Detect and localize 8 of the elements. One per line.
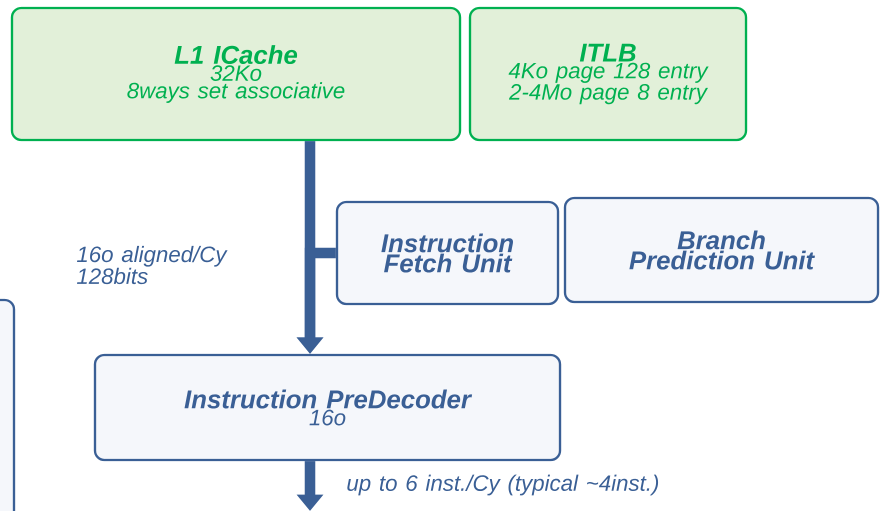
process-box: L1 ICache 32Ko 8ways set associative	[10, 6, 462, 142]
edge-label: 16o aligned/Cy 128bits	[76, 246, 228, 284]
process-box: ITLB 4Ko page 128 entry 2-4Mo page 8 entry	[468, 6, 748, 142]
process-box: Instruction Fetch Unit	[336, 200, 560, 306]
edge-label: up to 6 inst./Cy (typical ~4inst.)	[347, 474, 658, 496]
process-box: Branch Prediction Unit	[564, 196, 880, 304]
process-box: Instruction PreDecoder 16o	[94, 354, 562, 462]
empty-box	[0, 298, 16, 511]
